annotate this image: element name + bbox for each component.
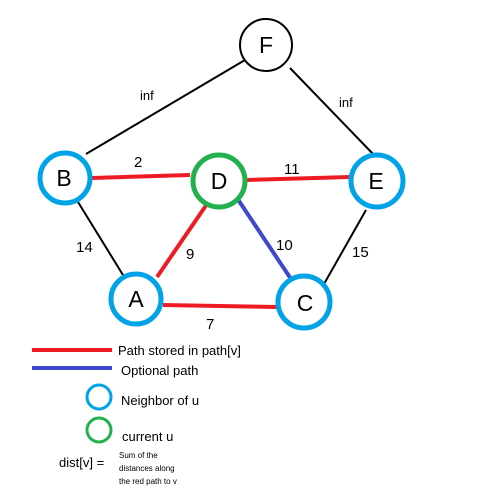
node-label-a: A — [128, 286, 144, 312]
edge-b-a — [77, 201, 124, 276]
node-d: D — [190, 152, 248, 210]
node-label-e: E — [368, 168, 383, 194]
legend-current-text: current u — [122, 429, 173, 444]
node-b: B — [37, 150, 93, 206]
node-e: E — [348, 152, 406, 210]
node-label-d: D — [211, 168, 228, 194]
edge-label-f-e: inf — [339, 95, 353, 110]
edge-label-b-a: 14 — [76, 239, 93, 256]
edge-d-e — [244, 175, 351, 182]
node-f: F — [239, 18, 293, 72]
edge-label-b-d: 2 — [134, 154, 142, 171]
legend-neighbor-circle — [85, 383, 113, 411]
edge-a-d — [155, 202, 209, 279]
legend-current-circle — [85, 416, 113, 444]
legend-dist-desc-2: distances along — [119, 464, 175, 473]
legend-optional-path-text: Optional path — [121, 363, 198, 378]
legend-neighbor-text: Neighbor of u — [121, 393, 199, 408]
legend-dist-desc-1: Sum of the — [119, 451, 158, 460]
legend-dist-desc-3: the red path to v — [119, 477, 177, 486]
node-c: C — [275, 273, 333, 331]
node-label-c: C — [297, 290, 314, 316]
edge-label-d-e: 11 — [284, 161, 300, 178]
edge-label-e-c: 15 — [352, 244, 369, 261]
legend-dist-label: dist[v] = — [59, 455, 104, 470]
edge-f-e — [289, 67, 375, 156]
edge-label-a-d: 9 — [186, 246, 194, 263]
edge-a-c — [162, 303, 279, 309]
edge-label-b-f: inf — [140, 88, 154, 103]
edge-e-c — [323, 209, 367, 285]
edge-label-a-c: 7 — [206, 316, 214, 333]
edge-label-d-c: 10 — [276, 237, 293, 254]
node-label-f: F — [259, 32, 273, 58]
legend-path-stored-text: Path stored in path[v] — [118, 343, 241, 358]
edge-b-d — [91, 173, 191, 180]
node-label-b: B — [56, 165, 71, 191]
edge-b-f — [85, 59, 246, 155]
node-a: A — [108, 271, 164, 327]
edge-d-c — [235, 196, 295, 284]
